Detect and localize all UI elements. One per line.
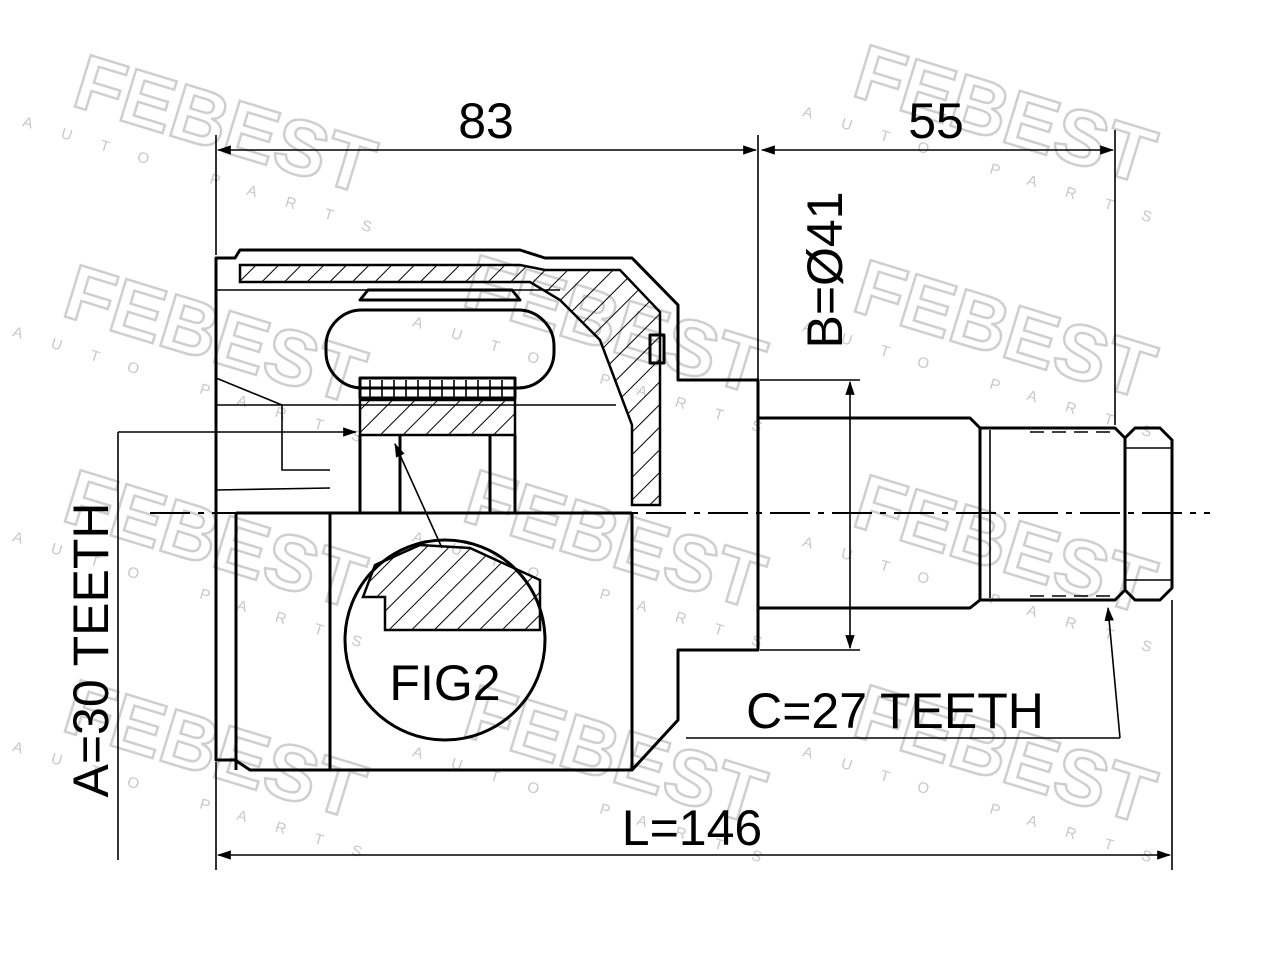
- watermark-1: FEBEST AUTO PARTS: [21, 36, 403, 245]
- dim-inner-length: 83: [215, 93, 759, 380]
- dim-outer-spline: C=27 TEETH: [686, 606, 1121, 739]
- dim-83-label: 83: [458, 93, 514, 149]
- watermark-8: FEBEST AUTO PARTS: [801, 456, 1183, 665]
- dim-diameter-label: B=Ø41: [797, 191, 853, 348]
- fig2-hatch: [361, 543, 542, 632]
- dim-overall-length: L=146: [215, 600, 1173, 870]
- dim-shaft-length: 55: [760, 93, 1116, 425]
- fig2-detail: FIG2: [343, 442, 547, 742]
- dim-diameter: B=Ø41: [760, 191, 860, 651]
- housing-wall-hatch: [238, 263, 662, 507]
- output-shaft: [758, 416, 1174, 610]
- tripod-roller: [324, 288, 556, 513]
- dim-inner-spline: A=30 TEETH: [63, 427, 358, 860]
- tripod-shaft-hatch: [358, 398, 517, 437]
- watermark-2: FEBEST AUTO PARTS: [801, 26, 1183, 235]
- dim-overall-length-label: L=146: [622, 800, 762, 856]
- watermark-group: FEBEST AUTO PARTS FEBEST AUTO PARTS FEBE…: [11, 26, 1183, 875]
- dim-55-label: 55: [908, 93, 964, 149]
- dim-inner-spline-label: A=30 TEETH: [63, 502, 119, 797]
- dim-outer-spline-label: C=27 TEETH: [746, 683, 1044, 739]
- fig2-label: FIG2: [389, 655, 500, 711]
